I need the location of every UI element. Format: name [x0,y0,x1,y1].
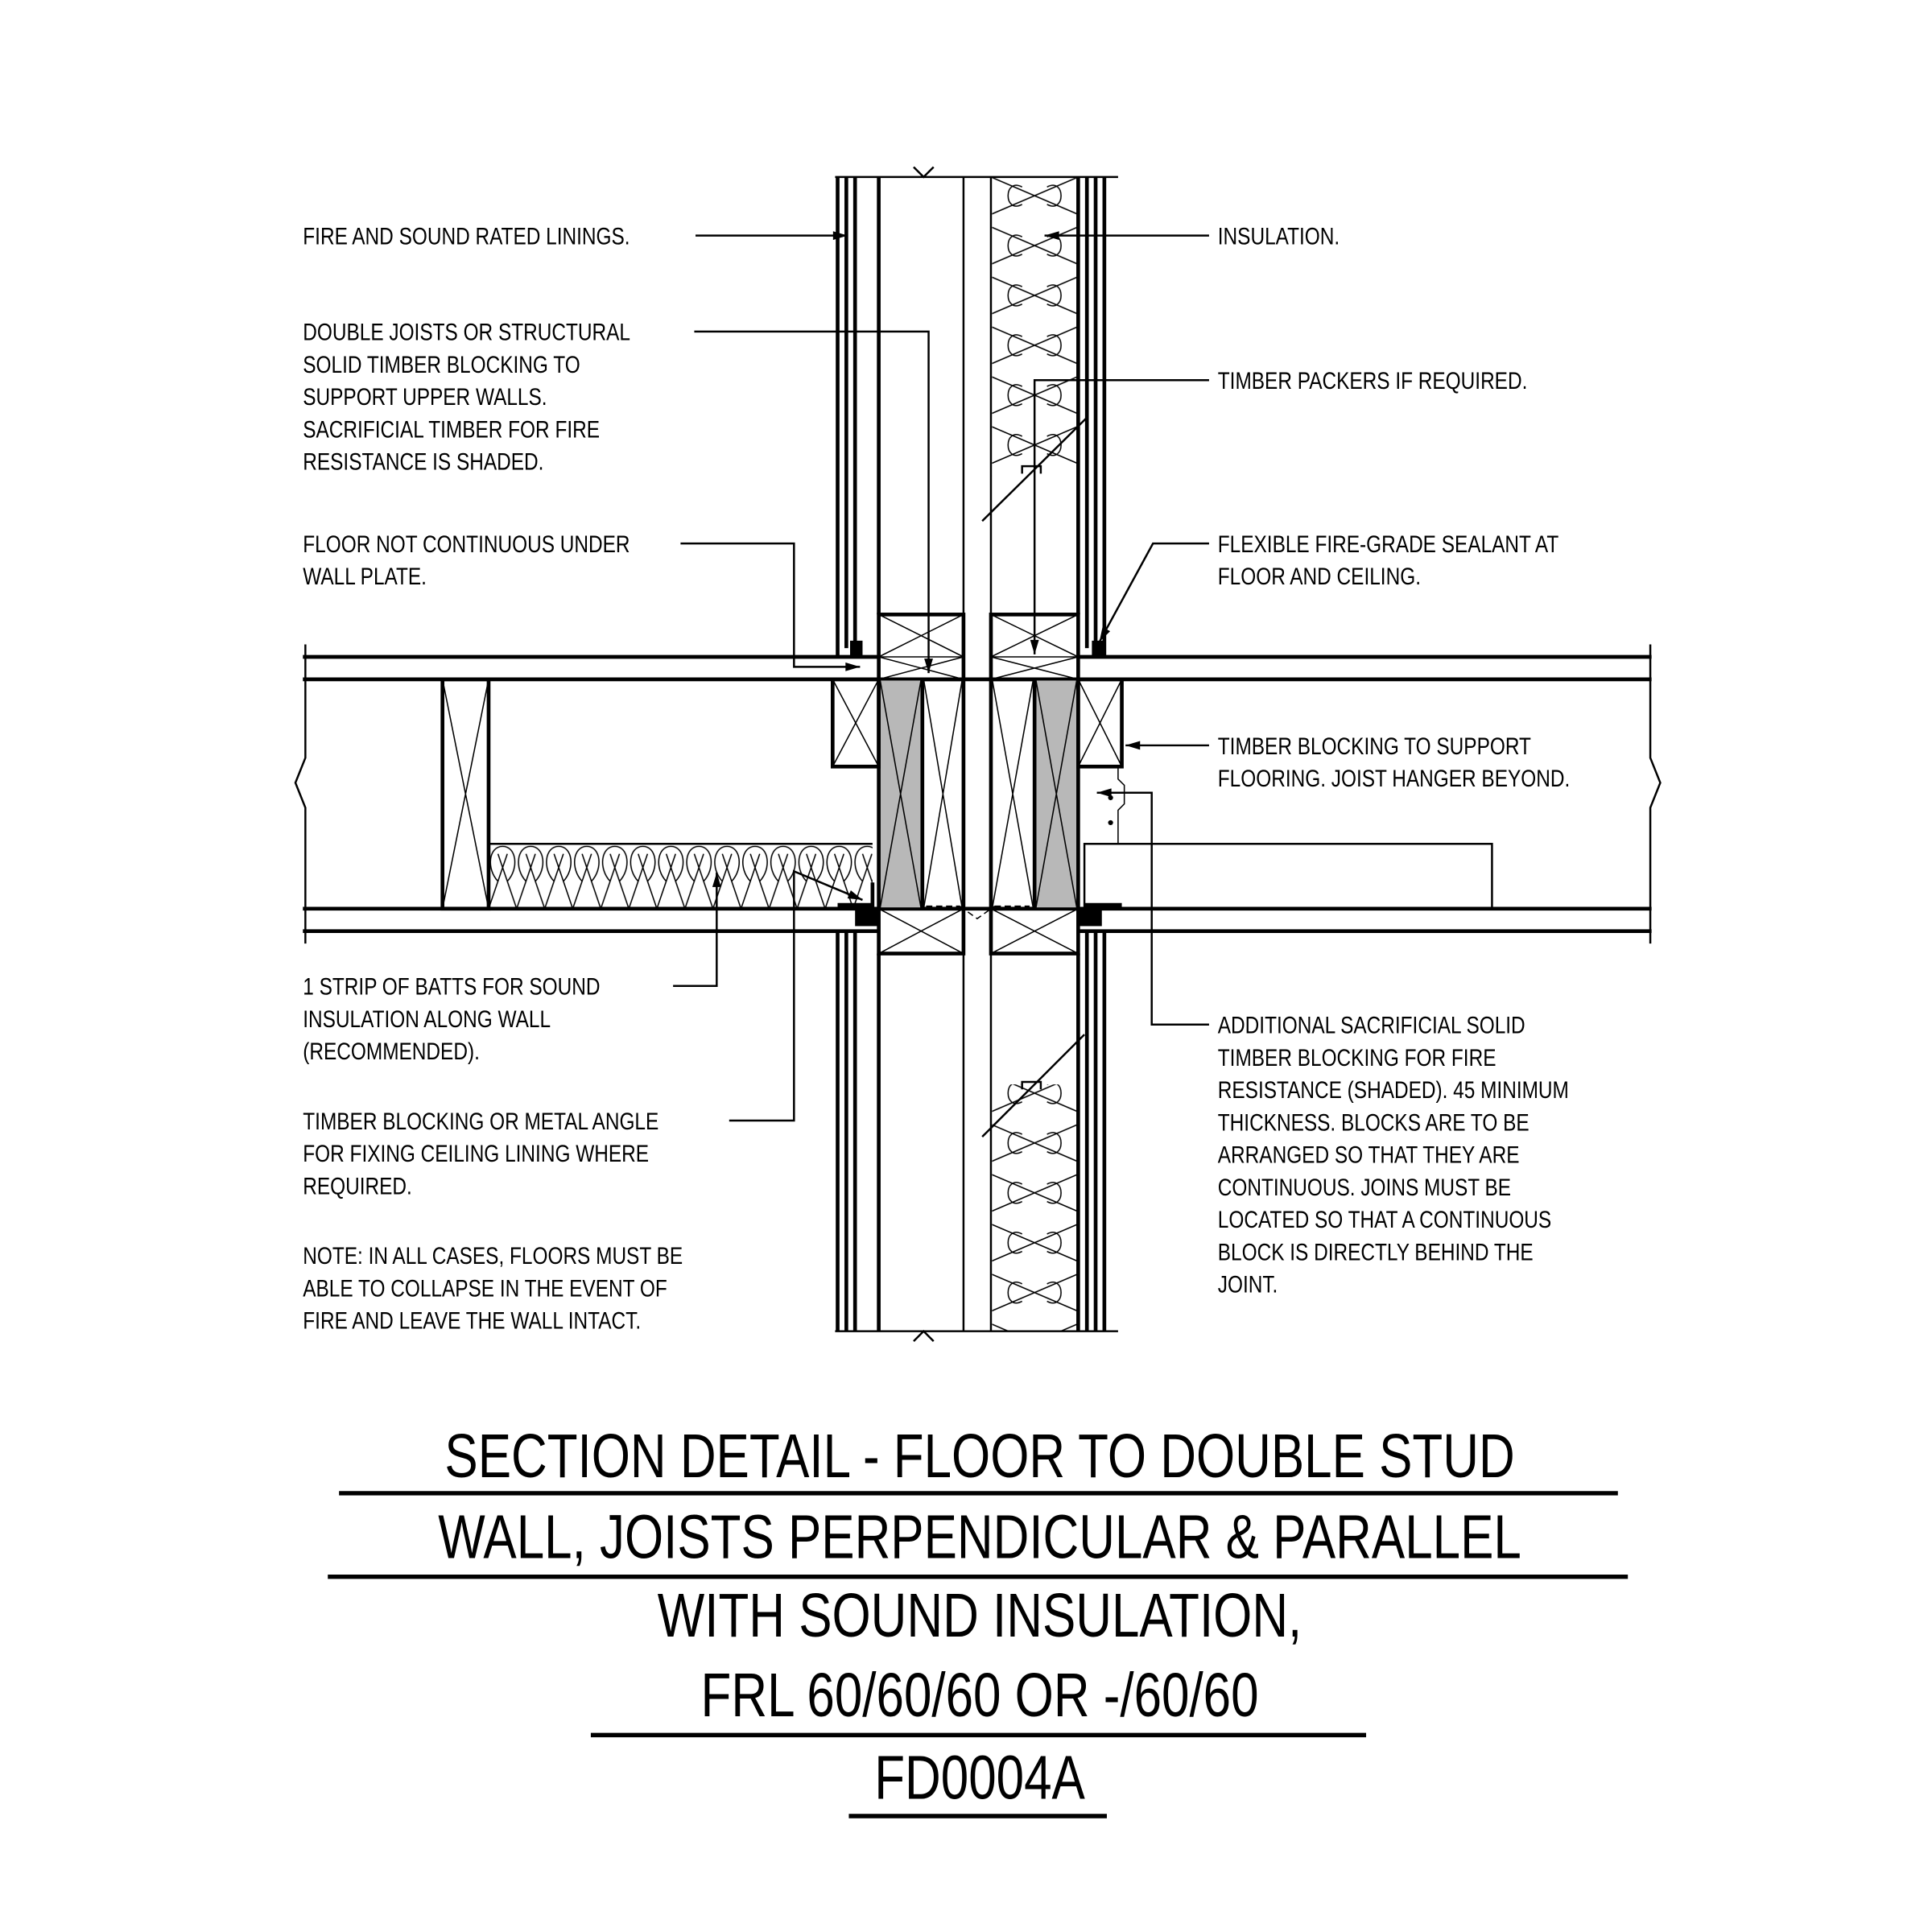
label-line: FOR FIXING CEILING LINING WHERE [303,1141,649,1167]
title-line: WALL, JOISTS PERPENDICULAR & PARALLEL [438,1502,1521,1571]
label-line: TIMBER BLOCKING TO SUPPORT [1218,733,1531,760]
label-line: SOLID TIMBER BLOCKING TO [303,352,580,378]
label-line: ARRANGED SO THAT THEY ARE [1218,1142,1520,1169]
drawing-title: SECTION DETAIL - FLOOR TO DOUBLE STUD WAL… [328,1421,1629,1818]
title-line: WITH SOUND INSULATION, [658,1580,1302,1649]
label-line: TIMBER BLOCKING OR METAL ANGLE [303,1108,658,1135]
label-line: FLOOR AND CEILING. [1218,564,1421,590]
label-insulation: INSULATION. [1218,223,1340,250]
label-sealant: FLEXIBLE FIRE-GRADE SEALANT AT FLOOR AND … [1218,531,1559,590]
label-line: LOCATED SO THAT A CONTINUOUS [1218,1207,1551,1233]
label-line: THICKNESS. BLOCKS ARE TO BE [1218,1109,1530,1136]
label-line: JOINT. [1218,1272,1278,1298]
label-line: WALL PLATE. [303,564,427,590]
title-line: FD0004A [874,1743,1085,1812]
label-line: CONTINUOUS. JOINS MUST BE [1218,1174,1511,1201]
label-line: INSULATION ALONG WALL [303,1006,551,1033]
label-blocking: TIMBER BLOCKING TO SUPPORT FLOORING. JOIS… [1218,733,1570,792]
label-line: ADDITIONAL SACRIFICIAL SOLID [1218,1012,1525,1038]
sealant-and-angles [837,640,1122,927]
label-line: REQUIRED. [303,1173,412,1199]
batts-left [488,844,873,909]
label-line: FLOOR NOT CONTINUOUS UNDER [303,531,630,558]
label-line: RESISTANCE IS SHADED. [303,449,543,476]
sacrificial-blocking-shaded [877,679,1080,920]
joist-hanger [1117,766,1125,844]
label-floor-not-continuous: FLOOR NOT CONTINUOUS UNDER WALL PLATE. [303,531,630,590]
leader-lines [673,231,1209,1122]
annotation-labels: FIRE AND SOUND RATED LININGS. DOUBLE JOIS… [303,223,1570,1334]
label-line: (RECOMMENDED). [303,1038,480,1065]
label-line: SUPPORT UPPER WALLS. [303,384,547,411]
label-line: SACRIFICIAL TIMBER FOR FIRE [303,416,600,443]
batts-right [1083,843,1493,910]
label-line: 1 STRIP OF BATTS FOR SOUND [303,973,600,1000]
label-line: FLOORING. JOIST HANGER BEYOND. [1218,766,1570,792]
label-line: FIRE AND LEAVE THE WALL INTACT. [303,1307,641,1334]
label-additional: ADDITIONAL SACRIFICIAL SOLID TIMBER BLOCK… [1218,1012,1569,1298]
label-line: TIMBER PACKERS IF REQUIRED. [1218,368,1528,394]
floor-system [294,644,1662,944]
label-line: FLEXIBLE FIRE-GRADE SEALANT AT [1218,531,1559,558]
label-line: BLOCK IS DIRECTLY BEHIND THE [1218,1239,1534,1265]
label-line: FIRE AND SOUND RATED LININGS. [303,223,630,250]
label-packers: TIMBER PACKERS IF REQUIRED. [1218,368,1528,394]
label-line: RESISTANCE (SHADED). 45 MINIMUM [1218,1077,1569,1104]
label-line: ABLE TO COLLAPSE IN THE EVENT OF [303,1275,667,1302]
title-line: SECTION DETAIL - FLOOR TO DOUBLE STUD [444,1421,1514,1490]
label-line: DOUBLE JOISTS OR STRUCTURAL [303,320,630,346]
label-linings: FIRE AND SOUND RATED LININGS. [303,223,630,250]
label-batts: 1 STRIP OF BATTS FOR SOUND INSULATION ALO… [303,973,600,1064]
label-ceiling-fixing: TIMBER BLOCKING OR METAL ANGLE FOR FIXING… [303,1108,658,1199]
joist [440,677,491,911]
title-line: FRL 60/60/60 OR -/60/60 [701,1661,1259,1730]
floor-blocking [831,677,1125,844]
label-line: NOTE: IN ALL CASES, FLOORS MUST BE [303,1243,683,1269]
label-note: NOTE: IN ALL CASES, FLOORS MUST BE ABLE T… [303,1243,683,1334]
label-line: INSULATION. [1218,223,1340,250]
label-line: TIMBER BLOCKING FOR FIRE [1218,1045,1496,1071]
label-double-joists: DOUBLE JOISTS OR STRUCTURAL SOLID TIMBER … [303,320,630,476]
